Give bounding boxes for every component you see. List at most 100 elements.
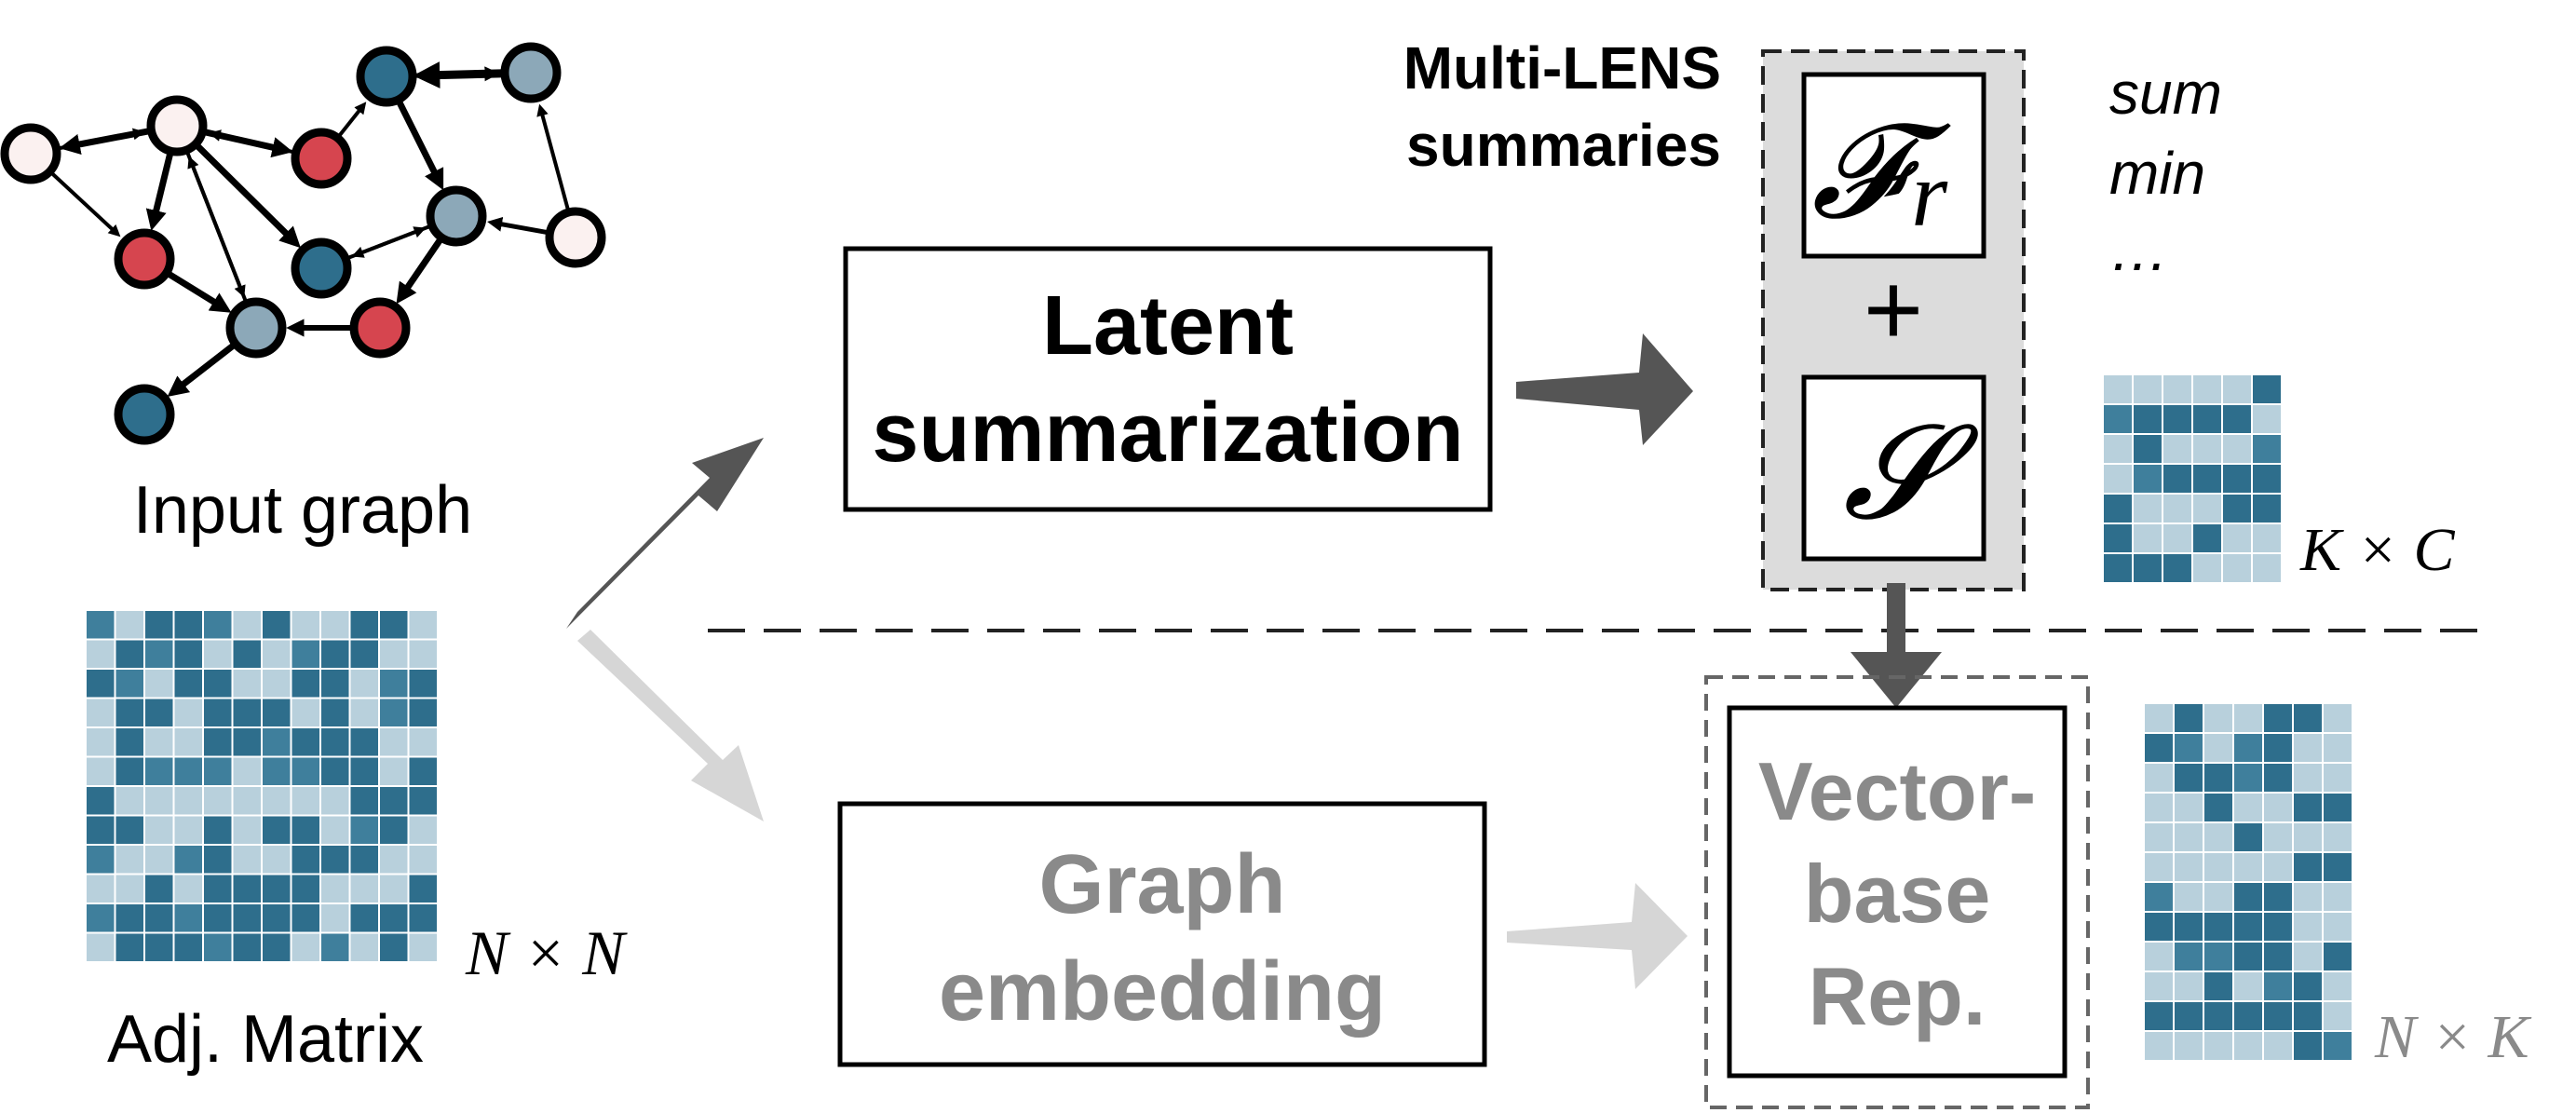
graph-node <box>291 238 352 299</box>
embedding-matrix-cell <box>2203 881 2234 913</box>
graph-edge <box>193 142 301 249</box>
adj-matrix-cell <box>290 931 321 963</box>
summary-matrix-cell <box>2162 493 2193 524</box>
adj-matrix-cell <box>407 638 439 670</box>
adj-matrix-cell <box>231 844 263 875</box>
adj-matrix-cell <box>85 814 116 846</box>
embedding-matrix-cell <box>2322 762 2353 794</box>
embedding-matrix-cell <box>2203 732 2234 764</box>
embedding-matrix-cell <box>2143 970 2175 1002</box>
summary-matrix-cell <box>2221 463 2253 495</box>
embedding-matrix-cell <box>2262 702 2294 734</box>
adj-matrix-cell <box>378 609 410 641</box>
adj-matrix-cell <box>231 697 263 728</box>
embedding-matrix-cell <box>2292 941 2324 972</box>
input-graph <box>0 42 606 445</box>
adj-matrix-cell <box>202 638 234 670</box>
adj-matrix-cell <box>114 668 145 699</box>
graph-edge <box>187 156 249 305</box>
embedding-matrix-cell <box>2292 1030 2324 1062</box>
summary-matrix-cell <box>2251 403 2283 435</box>
embedding-matrix-cell <box>2232 821 2264 853</box>
adj-matrix-cell <box>348 609 380 641</box>
adj-matrix-cell <box>85 844 116 875</box>
plus-symbol: + <box>1864 252 1923 367</box>
embedding-matrix-cell <box>2322 941 2353 972</box>
adj-matrix-cell <box>202 931 234 963</box>
adj-matrix-cell <box>114 609 145 641</box>
adj-matrix-cell <box>202 668 234 699</box>
adj-matrix-cell <box>348 844 380 875</box>
embedding-matrix-cell <box>2262 792 2294 823</box>
adj-matrix-cell <box>202 785 234 817</box>
adj-matrix-cell <box>378 726 410 758</box>
adj-matrix-cell <box>172 668 204 699</box>
adj-matrix-cell <box>290 609 321 641</box>
adj-matrix-cell <box>143 903 175 934</box>
adj-matrix-cell <box>407 755 439 787</box>
adj-matrix-cell <box>172 609 204 641</box>
embedding-matrix-cell <box>2322 732 2353 764</box>
embedding-matrix-cell <box>2292 970 2324 1002</box>
graph-edge <box>396 236 445 305</box>
summary-matrix-cell <box>2191 433 2223 465</box>
adj-matrix-cell <box>143 785 175 817</box>
adj-matrix-cell <box>143 638 175 670</box>
adj-matrix-cell <box>348 903 380 934</box>
summary-matrix-cell <box>2191 493 2223 524</box>
embedding-matrix-cell <box>2292 911 2324 943</box>
adj-matrix-cell <box>231 814 263 846</box>
adj-matrix-cell <box>172 903 204 934</box>
embedding-matrix-cell <box>2232 732 2264 764</box>
embedding-matrix-cell <box>2292 881 2324 913</box>
graph-node <box>225 297 287 359</box>
adj-matrix-cell <box>407 668 439 699</box>
adj-matrix-cell <box>378 638 410 670</box>
embedding-matrix-cell <box>2322 911 2353 943</box>
adj-matrix-cell <box>114 873 145 904</box>
summary-matrix-cell <box>2162 373 2193 405</box>
adj-matrix-cell <box>231 638 263 670</box>
adj-matrix-cell <box>261 903 292 934</box>
vector-rep-line1: Vector- <box>1758 745 2036 837</box>
relational-operator-box <box>1801 72 1986 259</box>
adj-matrix-cell <box>290 903 321 934</box>
embedding-matrix-cell <box>2322 881 2353 913</box>
embedding-matrix-cell <box>2173 792 2204 823</box>
adj-matrix-cell <box>172 697 204 728</box>
adj-matrix-label: Adj. Matrix <box>107 1002 424 1077</box>
adj-matrix-cell <box>202 903 234 934</box>
vector-rep-line3: Rep. <box>1809 950 1986 1042</box>
adj-matrix-cell <box>114 755 145 787</box>
adj-matrix-cell <box>348 785 380 817</box>
adj-matrix-cell <box>378 697 410 728</box>
graph-node <box>291 128 352 189</box>
summary-matrix-cell <box>2191 373 2223 405</box>
embedding-matrix-cell <box>2203 762 2234 794</box>
embedding-matrix-cell <box>2262 732 2294 764</box>
summary-matrix-cell <box>2221 433 2253 465</box>
graph-node <box>356 46 417 107</box>
summary-matrix-cell <box>2162 523 2193 554</box>
embedding-matrix-cell <box>2203 1030 2234 1062</box>
embedding-matrix-cell <box>2322 1030 2353 1062</box>
adj-matrix-cell <box>378 931 410 963</box>
adj-matrix-cell <box>231 785 263 817</box>
adj-matrix-cell <box>114 638 145 670</box>
adj-matrix-cell <box>85 903 116 934</box>
adj-matrix-cell <box>348 638 380 670</box>
embedding-matrix-cell <box>2322 970 2353 1002</box>
graph-edge <box>335 102 367 140</box>
embedding-matrix-cell <box>2292 702 2324 734</box>
embedding-matrix-cell <box>2173 1030 2204 1062</box>
graph-node <box>0 123 61 184</box>
embedding-matrix-cell <box>2292 851 2324 883</box>
embedding-matrix-cell <box>2232 1000 2264 1032</box>
embedding-matrix-cell <box>2232 792 2264 823</box>
embedding-matrix-cell <box>2232 851 2264 883</box>
adj-matrix-cell <box>172 638 204 670</box>
adj-matrix-cell <box>202 726 234 758</box>
adj-matrix-cell <box>172 873 204 904</box>
embedding-matrix-cell <box>2173 702 2204 734</box>
embedding-matrix-cell <box>2173 941 2204 972</box>
